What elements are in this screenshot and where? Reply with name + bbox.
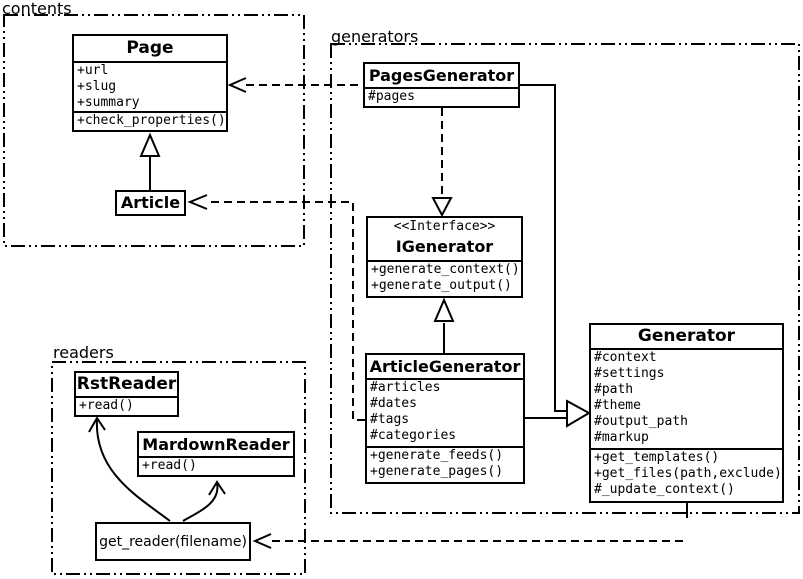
realization-triangle-icon	[431, 197, 453, 218]
attribute: +url	[77, 63, 109, 78]
package-border-contents	[3, 14, 305, 247]
class-mardownreader-title: MardownReader	[142, 435, 290, 454]
class-generator-attributes: #context #settings #path #theme #output_…	[591, 348, 782, 448]
class-page-methods: +check_properties()	[74, 111, 226, 130]
method: +generate_output()	[371, 278, 512, 293]
edge-pagesgenerator-extends-generator	[520, 84, 566, 412]
class-pagesgenerator-attributes: #pages	[365, 87, 518, 106]
attribute: #articles	[370, 380, 441, 395]
open-arrowhead-icon	[88, 416, 106, 433]
edge-getreader-to-mardownreader	[182, 482, 219, 522]
package-border-readers	[51, 361, 306, 575]
class-generator: Generator #context #settings #path #them…	[589, 323, 784, 503]
class-page-title: Page	[126, 38, 174, 58]
attribute: #output_path	[594, 414, 688, 429]
method: +get_templates()	[594, 450, 720, 465]
method: +generate_context()	[371, 262, 520, 277]
class-generator-methods: +get_templates() +get_files(path,exclude…	[591, 448, 782, 501]
class-generator-title: Generator	[637, 326, 736, 346]
class-articlegenerator-methods: +generate_feeds() +generate_pages()	[367, 446, 523, 482]
method: +read()	[79, 398, 134, 413]
class-rstreader: RstReader +read()	[74, 371, 179, 417]
package-label-generators: generators	[331, 27, 419, 46]
class-article-title: Article	[120, 193, 181, 212]
class-articlegenerator-title: ArticleGenerator	[369, 357, 521, 376]
method: +read()	[142, 458, 197, 473]
generalization-triangle-icon	[139, 132, 161, 157]
attribute: #tags	[370, 412, 410, 427]
class-article: Article	[115, 190, 186, 216]
attribute: #markup	[594, 430, 649, 445]
method: +get_files(path,exclude)	[594, 466, 782, 481]
package-border-generators	[330, 43, 800, 514]
open-arrowhead-icon	[208, 480, 226, 496]
class-igenerator: <<Interface>> IGenerator +generate_conte…	[366, 216, 523, 298]
open-arrowhead-icon	[252, 533, 272, 549]
attribute: #pages	[368, 89, 415, 104]
method: #_update_context()	[594, 482, 735, 497]
class-igenerator-methods: +generate_context() +generate_output()	[368, 260, 521, 296]
attribute: #categories	[370, 428, 457, 443]
edge-articlegenerator-uses-article	[207, 201, 365, 421]
class-igenerator-title: IGenerator	[395, 237, 494, 256]
attribute: +slug	[77, 79, 117, 94]
method: +generate_pages()	[370, 464, 504, 479]
class-rstreader-title: RstReader	[76, 374, 177, 394]
function-get-reader-label: get_reader(filename)	[99, 533, 247, 550]
class-articlegenerator-attributes: #articles #dates #tags #categories	[367, 378, 523, 446]
class-mardownreader-methods: +read()	[139, 456, 293, 475]
class-mardownreader: MardownReader +read()	[137, 431, 295, 477]
edge-getreader-to-rstreader	[95, 418, 171, 522]
package-label-contents: contents	[2, 0, 72, 18]
class-pagesgenerator-title: PagesGenerator	[368, 66, 515, 85]
method: +generate_feeds()	[370, 448, 504, 463]
class-page-attributes: +url +slug +summary	[74, 61, 226, 111]
attribute: #dates	[370, 396, 417, 411]
attribute: #theme	[594, 398, 641, 413]
class-page: Page +url +slug +summary +check_properti…	[72, 34, 228, 132]
open-arrowhead-icon	[227, 77, 247, 93]
class-articlegenerator: ArticleGenerator #articles #dates #tags …	[365, 353, 525, 484]
class-igenerator-stereotype: <<Interface>>	[393, 219, 496, 234]
attribute: #context	[594, 350, 657, 365]
class-pagesgenerator: PagesGenerator #pages	[363, 62, 520, 108]
method: +check_properties()	[77, 113, 226, 128]
package-label-readers: readers	[53, 343, 114, 362]
class-igenerator-header: <<Interface>> IGenerator	[368, 218, 521, 260]
function-get-reader: get_reader(filename)	[95, 522, 251, 561]
class-rstreader-methods: +read()	[76, 396, 177, 415]
open-arrowhead-icon	[187, 194, 208, 210]
attribute: +summary	[77, 95, 140, 110]
generalization-triangle-icon	[433, 297, 455, 322]
generalization-triangle-icon	[566, 399, 592, 428]
attribute: #settings	[594, 366, 665, 381]
attribute: #path	[594, 382, 634, 397]
